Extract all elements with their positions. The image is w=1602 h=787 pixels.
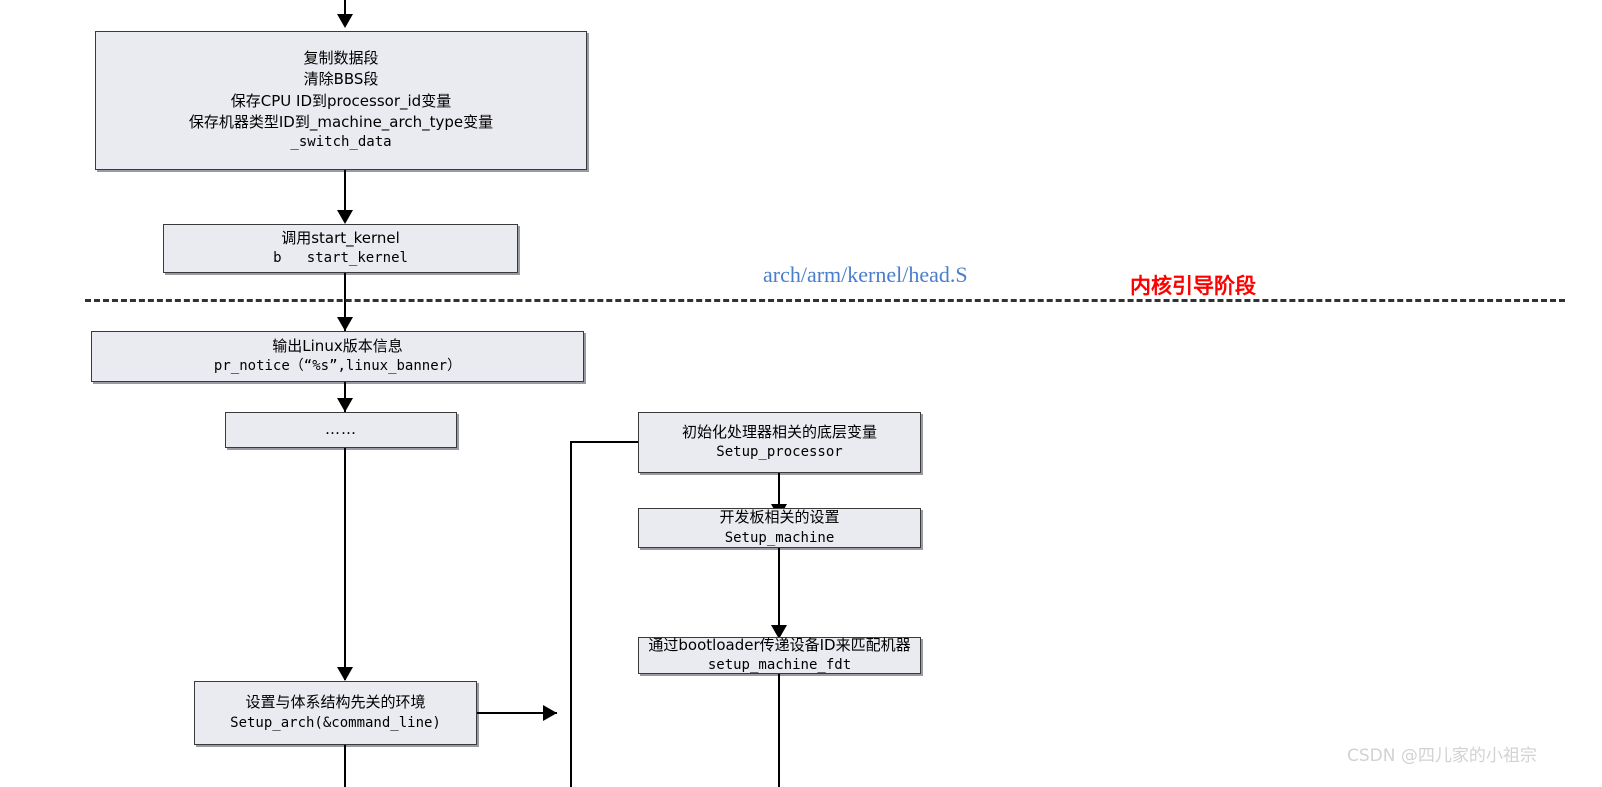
node-line-text: Setup_arch(&command_line) bbox=[230, 714, 441, 731]
connector-setup-arch-to-branch-bus bbox=[477, 712, 557, 714]
node-setup-arch[interactable]: 设置与体系结构先关的环境 Setup_arch(&command_line) bbox=[194, 681, 477, 745]
node-line-text: b start_kernel bbox=[273, 250, 408, 267]
watermark-text: CSDN @四儿家的小祖宗 bbox=[1347, 746, 1537, 766]
connector-top-incoming bbox=[344, 0, 346, 16]
node-line-text: 初始化处理器相关的底层变量 bbox=[681, 422, 877, 441]
arrowhead-into-setup-machine-fdt bbox=[771, 625, 787, 639]
connector-branch-bus-to-setup-processor bbox=[570, 441, 655, 443]
node-setup-processor[interactable]: 初始化处理器相关的底层变量 Setup_processor bbox=[638, 412, 921, 473]
connector-version-to-ellipsis bbox=[344, 382, 346, 412]
connector-setup-processor-to-setup-machine bbox=[778, 473, 780, 513]
node-copy-data-segment[interactable]: 复制数据段 清除BBS段 保存CPU ID到processor_id变量 保存机… bbox=[95, 31, 587, 170]
node-line-text: pr_notice（“%s”,linux_banner） bbox=[213, 358, 462, 375]
arrowhead-into-print-linux-version bbox=[337, 317, 353, 331]
arrowhead-into-ellipsis bbox=[337, 398, 353, 412]
arrowhead-into-call-start-kernel bbox=[337, 210, 353, 224]
node-line-text: setup_machine_fdt bbox=[707, 657, 852, 674]
node-line-text: …… bbox=[325, 420, 357, 439]
connector-copy-to-start-kernel bbox=[344, 170, 346, 214]
node-setup-machine[interactable]: 开发板相关的设置 Setup_machine bbox=[638, 508, 921, 548]
label-phase: 内核引导阶段 bbox=[1130, 274, 1256, 298]
connector-setup-arch-downward bbox=[344, 745, 346, 787]
node-line-text: 设置与体系结构先关的环境 bbox=[245, 693, 426, 712]
node-line-text: 复制数据段 bbox=[303, 48, 379, 67]
node-line-text: 保存CPU ID到processor_id变量 bbox=[230, 91, 452, 110]
node-line-text: 保存机器类型ID到_machine_arch_type变量 bbox=[188, 112, 494, 131]
node-ellipsis[interactable]: …… bbox=[225, 412, 457, 448]
arrowhead-into-setup-arch bbox=[337, 667, 353, 681]
node-setup-machine-fdt[interactable]: 通过bootloader传递设备ID来匹配机器 setup_machine_fd… bbox=[638, 635, 921, 674]
connector-start-kernel-to-divider bbox=[344, 273, 346, 331]
node-line-text: 调用start_kernel bbox=[281, 228, 400, 247]
node-line-text: 通过bootloader传递设备ID来匹配机器 bbox=[648, 635, 911, 654]
label-source-file: arch/arm/kernel/head.S bbox=[763, 262, 968, 287]
node-line-text: Setup_processor bbox=[716, 444, 843, 461]
arrowhead-into-copy-data-segment bbox=[337, 14, 353, 28]
node-line-text: _switch_data bbox=[290, 134, 392, 151]
node-line-text: 开发板相关的设置 bbox=[719, 508, 840, 527]
connector-ellipsis-to-setup-arch bbox=[344, 448, 346, 680]
arrowhead-into-branch-bus bbox=[543, 705, 557, 721]
connector-branch-bus-vertical bbox=[570, 441, 572, 787]
node-line-text: 输出Linux版本信息 bbox=[272, 336, 403, 355]
connector-setup-machine-fdt-downward bbox=[778, 674, 780, 787]
phase-divider-dashed-line bbox=[85, 299, 1565, 302]
node-line-text: Setup_machine bbox=[724, 529, 835, 546]
node-line-text: 清除BBS段 bbox=[303, 70, 379, 89]
connector-setup-machine-to-fdt bbox=[778, 548, 780, 638]
node-print-linux-version[interactable]: 输出Linux版本信息 pr_notice（“%s”,linux_banner） bbox=[91, 331, 584, 382]
node-call-start-kernel[interactable]: 调用start_kernel b start_kernel bbox=[163, 224, 518, 273]
